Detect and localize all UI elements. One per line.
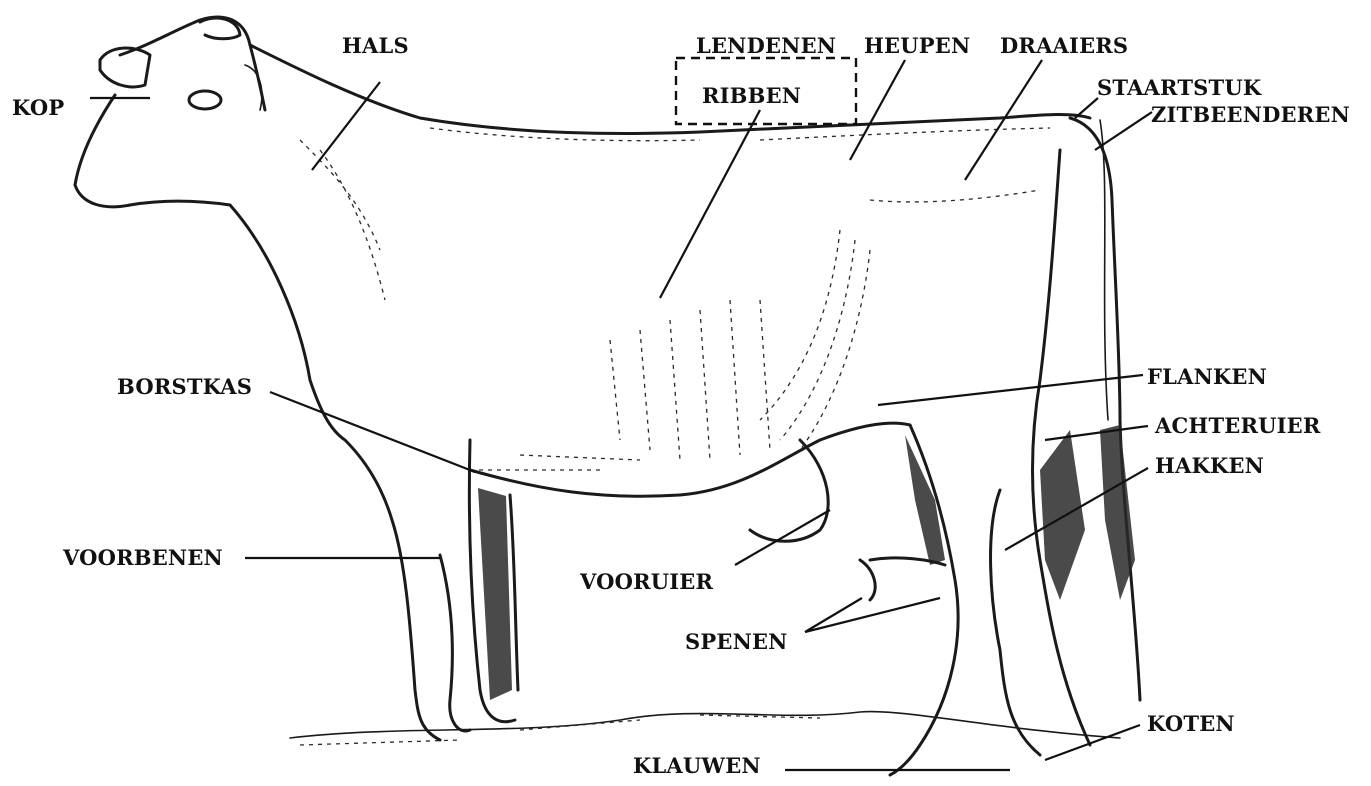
leader-ribben [660,110,760,298]
leader-borstkas [270,392,475,472]
label-zitbeenderen: ZITBEENDEREN [1151,104,1350,126]
label-draaiers: DRAAIERS [1000,35,1128,57]
label-koten: KOTEN [1147,713,1235,735]
label-klauwen: KLAUWEN [633,755,761,777]
label-achteruier: ACHTERUIER [1155,415,1321,437]
cow-topline [250,45,1090,134]
cow-head [75,17,265,207]
leader-flanken [878,375,1143,405]
label-heupen: HEUPEN [864,35,970,57]
label-hakken: HAKKEN [1155,455,1264,477]
leader-zitbeenderen [1095,112,1152,150]
cow-belly [470,423,910,496]
cow-chest [230,205,392,520]
label-voorbenen: VOORBENEN [63,547,223,569]
label-ribben: RIBBEN [702,85,801,107]
ground-line [290,712,1120,738]
label-hals: HALS [342,35,409,57]
label-borstkas: BORSTKAS [117,376,252,398]
leader-hals [312,82,380,170]
label-spenen: SPENEN [685,631,788,653]
leader-vooruier [735,510,830,565]
leader-heupen [850,60,905,160]
leader-achteruier [1045,426,1148,440]
leader-spenen [805,598,940,632]
cow-eye [189,91,221,109]
cow-front-leg-near [392,520,440,740]
label-kop: KOP [12,97,64,119]
label-staartstuk: STAARTSTUK [1097,77,1261,99]
leader-staartstuk [1075,98,1098,118]
label-lendenen: LENDENEN [696,35,836,57]
leader-koten [1045,725,1140,760]
label-flanken: FLANKEN [1147,366,1267,388]
label-vooruier: VOORUIER [580,571,713,593]
